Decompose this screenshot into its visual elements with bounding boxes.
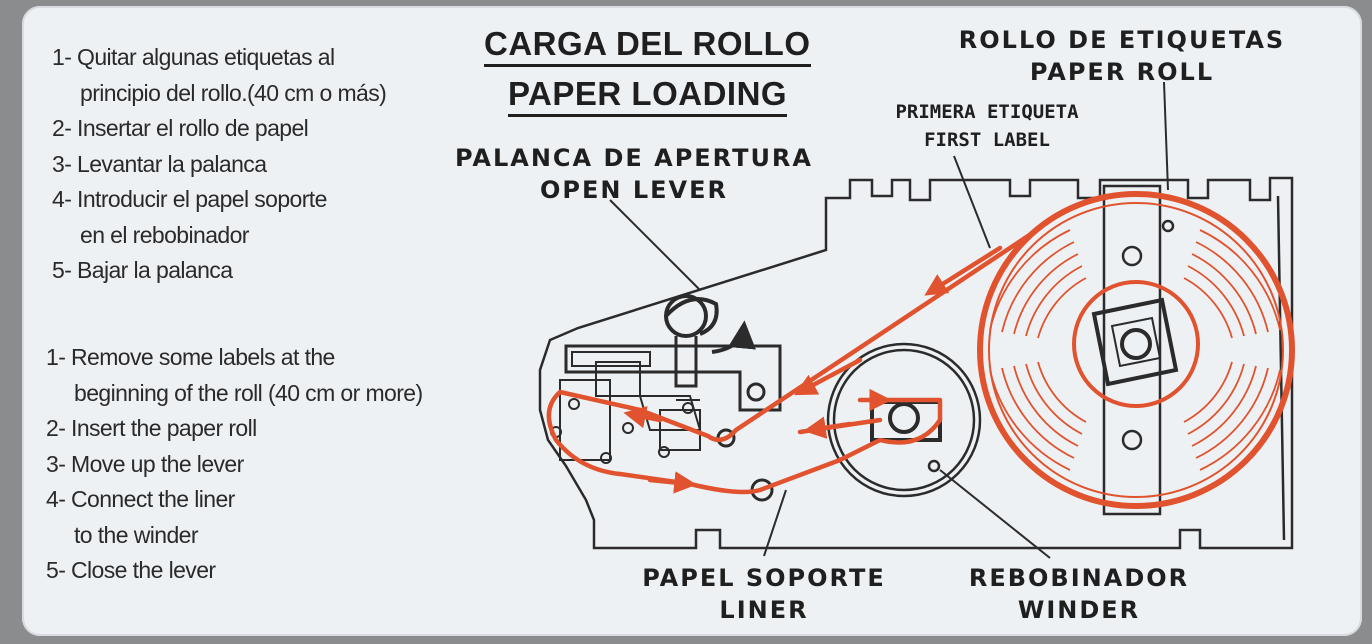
callout-paper-roll-es: ROLLO DE ETIQUETAS: [958, 26, 1286, 54]
instruction-en-line: 5- Close the lever: [46, 557, 216, 583]
callout-first-label-es: PRIMERA ETIQUETA: [895, 101, 1079, 123]
instruction-es-line: principio del rollo.(40 cm o más): [80, 79, 387, 106]
callout-liner-en: LINER: [719, 596, 809, 624]
instruction-es-line: 4- Introducir el papel soporte: [52, 186, 327, 212]
callout-winder-en: WINDER: [1017, 596, 1141, 624]
callout-paper-roll: ROLLO DE ETIQUETAS PAPER ROLL: [942, 24, 1302, 88]
title-spanish: CARGA DEL ROLLO: [484, 26, 811, 67]
callout-paper-roll-en: PAPER ROLL: [1029, 58, 1215, 86]
instruction-en-line: 3- Move up the lever: [46, 450, 244, 477]
instruction-en-line: beginning of the roll (40 cm or more): [74, 379, 423, 406]
callout-winder-es: REBOBINADOR: [968, 564, 1190, 592]
instruction-es-line: en el rebobinador: [80, 221, 249, 248]
leader-lines: [609, 81, 1169, 559]
instruction-es-line: 3- Levantar la palanca: [52, 150, 267, 177]
callout-liner-es: PAPEL SOPORTE: [642, 564, 886, 592]
callout-open-lever-es: PALANCA DE APERTURA: [454, 144, 813, 172]
instruction-es-line: 5- Bajar la palanca: [52, 257, 233, 283]
instructions-english: 1- Remove some labels at the beginning of…: [46, 340, 423, 589]
instruction-en-line: 1- Remove some labels at the: [46, 344, 335, 370]
callout-open-lever: PALANCA DE APERTURA OPEN LEVER: [434, 142, 834, 206]
callout-liner: PAPEL SOPORTE LINER: [614, 562, 914, 626]
instruction-es-line: 1- Quitar algunas etiquetas al: [52, 44, 335, 70]
title-english: PAPER LOADING: [508, 76, 788, 117]
paper-roll-hub: [1091, 184, 1179, 516]
paper-roll: [977, 191, 1295, 509]
callout-first-label: PRIMERA ETIQUETA FIRST LABEL: [862, 98, 1112, 154]
instruction-en-line: 4- Connect the liner: [46, 486, 235, 512]
instruction-en-line: 2- Insert the paper roll: [46, 415, 257, 441]
instruction-es-line: 2- Insertar el rollo de papel: [52, 115, 309, 141]
callout-first-label-en: FIRST LABEL: [924, 129, 1050, 151]
callout-open-lever-en: OPEN LEVER: [540, 176, 728, 204]
instruction-en-line: to the winder: [74, 521, 198, 548]
callout-winder: REBOBINADOR WINDER: [944, 562, 1214, 626]
winder: [826, 342, 982, 498]
paper-path: [546, 225, 1043, 495]
chassis-outline: [538, 176, 1294, 550]
instructions-spanish: 1- Quitar algunas etiquetas al principio …: [52, 40, 387, 289]
